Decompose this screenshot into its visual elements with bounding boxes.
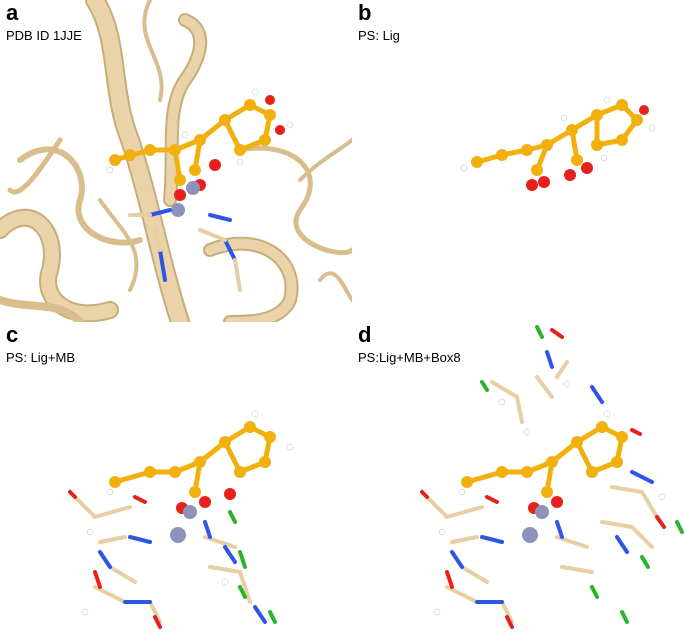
panel-letter: a — [6, 0, 19, 25]
panel-caption: PS: Lig — [358, 28, 400, 43]
panel-letter: b — [358, 0, 372, 25]
panel-c: c PS: Lig+MB — [0, 322, 352, 637]
panel-caption: PDB ID 1JJE — [6, 28, 82, 43]
panel-letter: c — [6, 322, 19, 347]
panel-letter: d — [358, 322, 372, 347]
panel-b: b PS: Lig — [352, 0, 685, 322]
panel-caption: PS:Lig+MB+Box8 — [358, 350, 461, 365]
panel-d: d PS:Lig+MB+Box8 — [352, 322, 685, 637]
ligand-metal-box-image — [420, 325, 684, 629]
panel-caption: PS: Lig+MB — [6, 350, 76, 365]
ligand-metal-binding-image — [68, 410, 294, 629]
ligand-structure-image — [460, 96, 656, 191]
protein-structure-image — [0, 0, 352, 322]
panel-a: a PDB ID 1JJE — [0, 0, 352, 322]
